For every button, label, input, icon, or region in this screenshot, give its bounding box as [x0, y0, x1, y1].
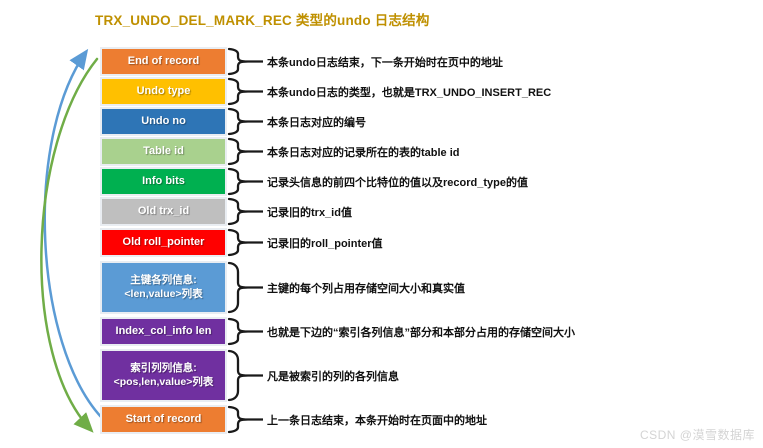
- field-row-old-roll-pointer: Old roll_pointer 记录旧的roll_pointer值: [100, 228, 575, 257]
- brace-icon: [227, 317, 263, 346]
- field-box-label: Old trx_id: [137, 205, 190, 218]
- brace-icon: [227, 167, 263, 196]
- field-description: 本条undo日志结束，下一条开始时在页中的地址: [267, 56, 503, 69]
- field-box-label: Undo no: [141, 115, 186, 128]
- brace-icon: [227, 77, 263, 106]
- field-box-label: Old roll_pointer: [122, 236, 205, 249]
- field-box-undo-type: Undo type: [100, 77, 227, 106]
- field-description: 主键的每个列占用存储空间大小和真实值: [267, 282, 465, 295]
- brace-icon: [227, 349, 263, 402]
- field-box-undo-no: Undo no: [100, 107, 227, 136]
- field-box-label: Info bits: [142, 175, 185, 188]
- watermark: CSDN @漠雪数据库: [639, 428, 755, 442]
- field-box-label: Table id: [143, 145, 184, 158]
- field-row-undo-no: Undo no 本条日志对应的编号: [100, 107, 575, 136]
- brace-icon: [227, 197, 263, 226]
- field-box-label: <pos,len,value>列表: [113, 375, 214, 388]
- brace-icon: [227, 405, 263, 434]
- brace-icon: [227, 261, 263, 314]
- field-box-index-col-info-len: Index_col_info len: [100, 317, 227, 346]
- field-row-index-cols: 索引列列信息:<pos,len,value>列表 凡是被索引的列的各列信息: [100, 349, 575, 402]
- field-box-end-of-record: End of record: [100, 47, 227, 76]
- field-row-start-of-record: Start of record 上一条日志结束，本条开始时在页面中的地址: [100, 405, 575, 434]
- prev-record-arrow: [40, 57, 99, 433]
- field-box-old-roll-pointer: Old roll_pointer: [100, 228, 227, 257]
- field-box-label: 索引列列信息:: [130, 361, 197, 374]
- field-box-label: Undo type: [136, 85, 191, 98]
- field-box-old-trx-id: Old trx_id: [100, 197, 227, 226]
- field-description: 本条日志对应的记录所在的表的table id: [267, 146, 460, 159]
- field-row-end-of-record: End of record 本条undo日志结束，下一条开始时在页中的地址: [100, 47, 575, 76]
- field-row-old-trx-id: Old trx_id 记录旧的trx_id值: [100, 197, 575, 226]
- field-description: 记录旧的trx_id值: [267, 206, 352, 219]
- brace-icon: [227, 107, 263, 136]
- field-box-label: End of record: [127, 55, 200, 68]
- field-box-label: <len,value>列表: [124, 287, 203, 300]
- next-record-arrow: [43, 48, 104, 420]
- field-box-primary-key-cols: 主键各列信息:<len,value>列表: [100, 261, 227, 314]
- field-description: 记录旧的roll_pointer值: [267, 237, 383, 250]
- field-row-primary-key-cols: 主键各列信息:<len,value>列表 主键的每个列占用存储空间大小和真实值: [100, 261, 575, 314]
- field-box-label: Index_col_info len: [115, 325, 212, 338]
- field-box-label: 主键各列信息:: [130, 273, 197, 286]
- field-box-table-id: Table id: [100, 137, 227, 166]
- field-description: 上一条日志结束，本条开始时在页面中的地址: [267, 414, 487, 427]
- field-row-undo-type: Undo type 本条undo日志的类型，也就是TRX_UNDO_INSERT…: [100, 77, 575, 106]
- brace-icon: [227, 228, 263, 257]
- field-row-index-col-info-len: Index_col_info len 也就是下边的“索引各列信息”部分和本部分占…: [100, 317, 575, 346]
- brace-icon: [227, 137, 263, 166]
- field-description: 本条日志对应的编号: [267, 116, 366, 129]
- field-box-start-of-record: Start of record: [100, 405, 227, 434]
- field-row-table-id: Table id 本条日志对应的记录所在的表的table id: [100, 137, 575, 166]
- diagram-title: TRX_UNDO_DEL_MARK_REC 类型的undo 日志结构: [95, 13, 430, 28]
- field-description: 凡是被索引的列的各列信息: [267, 370, 399, 383]
- field-description: 本条undo日志的类型，也就是TRX_UNDO_INSERT_REC: [267, 86, 552, 99]
- field-description: 记录头信息的前四个比特位的值以及record_type的值: [267, 176, 528, 189]
- field-rows: End of record 本条undo日志结束，下一条开始时在页中的地址 Un…: [100, 47, 575, 434]
- brace-icon: [227, 47, 263, 76]
- field-description: 也就是下边的“索引各列信息”部分和本部分占用的存储空间大小: [267, 326, 575, 339]
- field-row-info-bits: Info bits 记录头信息的前四个比特位的值以及record_type的值: [100, 167, 575, 196]
- field-box-info-bits: Info bits: [100, 167, 227, 196]
- field-box-label: Start of record: [125, 413, 202, 426]
- field-box-index-cols: 索引列列信息:<pos,len,value>列表: [100, 349, 227, 402]
